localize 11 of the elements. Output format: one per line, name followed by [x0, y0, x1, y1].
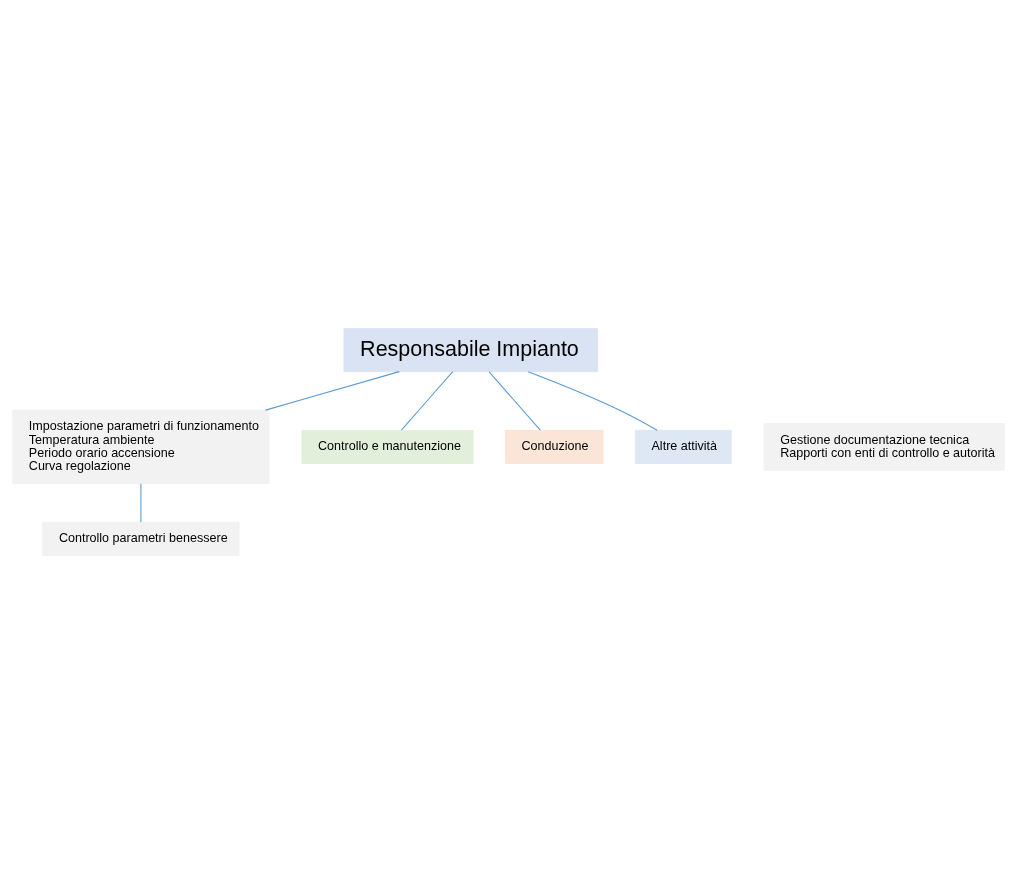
node-box: Controllo e manutenzione — [301, 429, 474, 464]
connector — [400, 370, 454, 431]
node-box: Responsabile Impianto — [343, 327, 599, 372]
connector — [265, 370, 400, 411]
connector — [527, 370, 658, 431]
connector — [488, 370, 541, 431]
node-box: Conduzione — [504, 429, 604, 464]
node-box: Altre attività — [634, 429, 732, 464]
connector — [140, 482, 142, 523]
node-box: Impostazione parametri di funzionamento Temperatura ambiente Periodo orario accensione Curva regolazione — [12, 409, 270, 484]
node-box: Controllo parametri benessere — [42, 521, 240, 556]
